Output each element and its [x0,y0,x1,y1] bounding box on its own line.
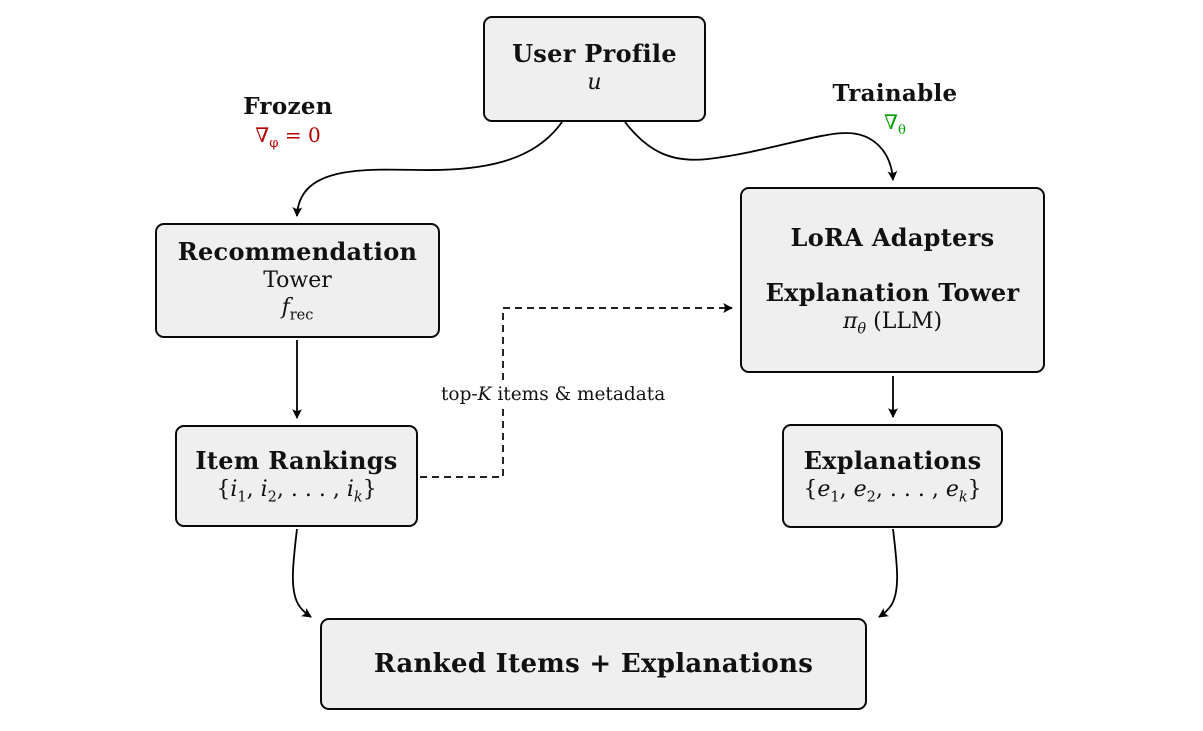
lora-adapters-title: LoRA Adapters [790,222,995,252]
explanations-title: Explanations [803,446,982,476]
edge-user-to-recommendation [292,121,563,217]
trainable-annotation: Trainable ∇θ [820,80,970,138]
item-rankings-math: {i1, i2, . . . , ik} [216,477,377,506]
edge-rankings-to-lora-dashed [420,303,733,478]
recommendation-tower-subtitle: Tower [263,267,332,293]
explanation-tower-title: Explanation Tower [765,277,1020,307]
output-title: Ranked Items + Explanations [373,649,814,679]
dashed-edge-label: top-K items & metadata [436,383,671,406]
user-profile-title: User Profile [512,39,677,69]
trainable-gradient-math: ∇θ [884,110,906,138]
edge-explanations-to-output [878,528,899,618]
user-profile-node: User Profile u [483,16,706,122]
output-node: Ranked Items + Explanations [320,618,867,710]
recommendation-tower-math: frec [281,295,314,324]
frozen-annotation: Frozen ∇φ = 0 [213,93,363,151]
frozen-gradient-math: ∇φ = 0 [255,123,321,151]
explanation-tower-math: πθ (LLM) [842,308,943,337]
explanation-tower-node: LoRA Adapters Explanation Tower πθ (LLM) [740,187,1045,373]
recommendation-tower-node: Recommendation Tower frec [155,223,440,338]
user-profile-math: u [587,70,602,96]
recommendation-tower-title: Recommendation [177,237,418,267]
explanations-node: Explanations {e1, e2, . . . , ek} [782,424,1003,528]
edge-user-to-lora [624,121,898,181]
item-rankings-node: Item Rankings {i1, i2, . . . , ik} [175,425,418,527]
explanations-math: {e1, e2, . . . , ek} [803,477,982,506]
trainable-label: Trainable [832,80,958,107]
edge-rankings-to-output [291,528,312,618]
item-rankings-title: Item Rankings [195,446,398,476]
frozen-label: Frozen [243,93,333,120]
